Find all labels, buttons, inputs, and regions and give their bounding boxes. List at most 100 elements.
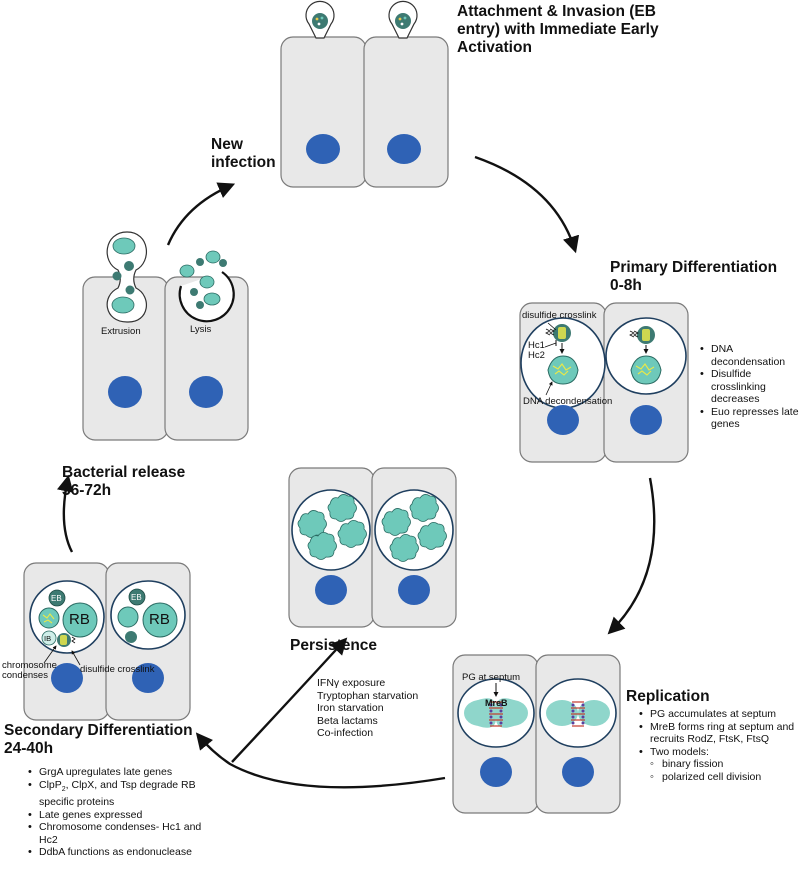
persistence-title: Persistence [290, 637, 378, 654]
label-dna-decondensation: DNA decondensation [523, 396, 613, 407]
bullet: GrgA upregulates late genes [28, 766, 207, 779]
aberrant-body [327, 494, 357, 522]
intermediate-body [41, 630, 57, 646]
replication-title: Replication [626, 688, 710, 705]
host-cell-left [280, 36, 367, 188]
arrow-to-new-infection [166, 182, 236, 246]
persistence-cells [288, 467, 457, 628]
nucleus [189, 376, 223, 408]
elementary-body [205, 250, 221, 264]
primary-differentiation-title: Primary Differentiation 0-8h [610, 259, 778, 294]
arrow-to-release [56, 474, 74, 553]
elementary-body [112, 271, 122, 281]
elementary-body [219, 259, 227, 267]
aberrant-body [337, 520, 367, 548]
aberrant-body [297, 510, 327, 538]
aberrant-body [381, 508, 411, 536]
elementary-body [48, 589, 66, 607]
host-cell-right [363, 36, 449, 188]
reticulate-body [117, 606, 139, 628]
elementary-body [190, 288, 198, 296]
elementary-body [179, 264, 195, 278]
reticulate-body [142, 602, 178, 638]
bullet: ClpP2, ClpX, and Tsp degrade RB specific… [28, 779, 207, 809]
elementary-body [196, 258, 204, 266]
list-item: Co-infection [317, 727, 374, 739]
persistence-triggers: IFNγ exposure Tryptophan starvation Iron… [317, 677, 418, 740]
reticulate-body [111, 296, 135, 314]
label-pg-at-septum: PG at septum [462, 672, 521, 683]
bullet: Euo represses late genes [700, 406, 800, 431]
secondary-differentiation-bullets: GrgA upregulates late genes ClpP2, ClpX,… [25, 766, 207, 859]
aberrant-body [409, 494, 439, 522]
primary-differentiation-cells [519, 302, 689, 463]
attachment-title: Attachment & Invasion (EB entry) with Im… [457, 3, 659, 56]
nucleus [51, 663, 83, 693]
label-disulfide-crosslink: disulfide crosslink [80, 664, 155, 675]
nucleus [480, 757, 512, 787]
elementary-body [128, 588, 146, 606]
new-infection-title: New infection [211, 136, 276, 171]
nucleus [547, 405, 579, 435]
cycle-arrows [56, 155, 656, 789]
aberrant-body [417, 522, 447, 550]
elementary-body [196, 301, 204, 309]
label-hc2: Hc2 [528, 350, 545, 361]
label-hc1: Hc1 [528, 340, 545, 351]
sub-bullet: polarized cell division [650, 771, 800, 784]
nucleus [398, 575, 430, 605]
arrow-to-secondary [195, 732, 446, 789]
attachment-cells [280, 0, 449, 188]
elementary-body [312, 13, 328, 29]
bullet: DdbA functions as endonuclease [28, 846, 207, 859]
nucleus [562, 757, 594, 787]
label-rb-right: RB [149, 611, 170, 628]
primary-differentiation-bullets: DNA decondensation Disulfide crosslinkin… [697, 343, 800, 431]
elementary-body [395, 13, 411, 29]
arrow-to-replication [607, 477, 656, 635]
label-disulfide-crosslink: disulfide crosslink [522, 310, 597, 321]
aberrant-body [307, 532, 337, 560]
aberrant-body [389, 534, 419, 562]
nucleus [306, 134, 340, 164]
reticulate-body [38, 607, 60, 629]
nucleus [315, 575, 347, 605]
label-ib: IB [44, 634, 52, 643]
list-item: Beta lactams [317, 714, 378, 727]
label-condenses: condenses [2, 670, 48, 681]
sub-bullet: binary fission [650, 758, 800, 771]
label-extrusion: Extrusion [101, 326, 141, 337]
nucleus [387, 134, 421, 164]
bullet: Two models: [639, 746, 800, 759]
bacterial-release-title: Bacterial release 36-72h [62, 464, 186, 499]
secondary-differentiation-cells [23, 562, 191, 721]
elementary-body [125, 285, 135, 295]
nucleus [132, 663, 164, 693]
label-rb-left: RB [69, 611, 90, 628]
label-lysis: Lysis [190, 324, 212, 335]
bullet: Late genes expressed [28, 809, 207, 822]
reticulate-body [203, 292, 221, 306]
label-mreb: MreB [485, 698, 508, 708]
secondary-differentiation-title: Secondary Differentiation 24-40h [4, 722, 193, 757]
reticulate-body [199, 275, 215, 289]
arrow-to-primary [474, 155, 580, 254]
list-item: Tryptophan starvation [317, 689, 419, 702]
reticulate-body [630, 355, 662, 385]
reticulate-body [62, 602, 98, 638]
nucleus [630, 405, 662, 435]
replication-bullets: PG accumulates at septum MreB forms ring… [636, 708, 800, 783]
reticulate-body [547, 355, 579, 385]
bullet: MreB forms ring at septum and recruits R… [639, 721, 800, 746]
bullet: Disulfide crosslinking decreases [700, 368, 800, 406]
bullet: PG accumulates at septum [639, 708, 800, 721]
elementary-body [125, 631, 137, 643]
bacterial-release-cells [82, 231, 249, 441]
label-eb-left: EB [51, 594, 62, 603]
nucleus [108, 376, 142, 408]
elementary-body [124, 261, 134, 271]
list-item: IFNγ exposure [317, 677, 386, 689]
bullet: Chromosome condenses- Hc1 and Hc2 [28, 821, 207, 846]
label-chromosome: chromosome [2, 660, 57, 671]
